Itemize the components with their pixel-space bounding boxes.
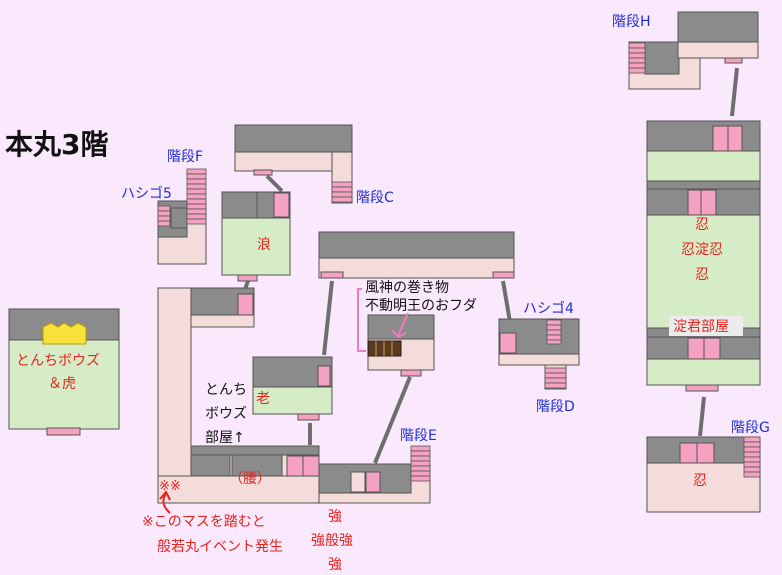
shinobu-label-mid: 忍淀忍: [681, 242, 723, 258]
yellow-crown-icon: [42, 322, 87, 345]
event-note-line-1: ※このマスを踏むと: [142, 514, 266, 530]
ladder-5-icon: [157, 205, 171, 227]
stairs-e-label[interactable]: 階段E: [400, 428, 437, 444]
event-marks: ※※: [159, 479, 181, 494]
yodogimi-tower: [646, 120, 761, 392]
ladder-5-label[interactable]: ハシゴ5: [121, 186, 172, 202]
shinobu-label-top: 忍: [695, 217, 709, 233]
stairs-d-icon: [544, 367, 567, 389]
nami-room: [221, 191, 291, 282]
stairs-h-label[interactable]: 階段H: [612, 14, 651, 30]
stairs-c-icon: [331, 181, 353, 203]
stairs-e-icon: [410, 445, 431, 482]
stairs-f-label[interactable]: 階段F: [167, 149, 204, 165]
nami-room-label: 浪: [257, 237, 271, 253]
shinobu-label-bot: 忍: [695, 267, 709, 283]
item-note-line-1: 風神の巻き物: [365, 280, 449, 296]
stairs-c-label[interactable]: 階段C: [356, 190, 394, 206]
kyo-label-bot: 強: [328, 557, 342, 573]
stairs-f-icon: [186, 168, 207, 225]
ladder-4-label[interactable]: ハシゴ4: [523, 301, 574, 317]
ladder-4-icon: [546, 319, 562, 345]
kyo-label-top: 強: [328, 509, 342, 525]
kyo-label-mid: 強般強: [311, 533, 353, 549]
stairs-g-label[interactable]: 階段G: [731, 420, 770, 436]
tonchi-boss-label: とんちボウズ: [16, 353, 100, 369]
red-up-arrow-icon: [159, 490, 171, 514]
event-note-line-2: 般若丸イベント発生: [157, 539, 283, 555]
tora-label: ＆虎: [48, 376, 76, 392]
stair-connectors: [242, 67, 739, 464]
stairs-g-icon: [743, 436, 761, 478]
tonchi-room-text-1: とんち: [205, 382, 247, 398]
item-note-line-2: 不動明王のおフダ: [365, 298, 477, 314]
tonchi-room-text-3: 部屋↑: [205, 430, 245, 446]
shinobu-g-label: 忍: [693, 473, 707, 489]
stairs-d-label[interactable]: 階段D: [536, 399, 575, 415]
strong-room: [318, 463, 431, 504]
koshi-room-label: （腰）: [229, 471, 271, 487]
floor-title: 本丸3階: [5, 128, 109, 161]
waist-room: [190, 445, 320, 477]
yodogimi-room-label: 淀君部屋: [673, 319, 729, 335]
stairs-c-corridor: [234, 124, 353, 204]
stairs-h-icon: [628, 42, 646, 74]
tonchi-room-text-2: ボウズ: [205, 406, 247, 422]
oi-room: [252, 356, 333, 421]
central-corridor: [318, 231, 515, 279]
stairs-h-room: [628, 11, 759, 90]
treasure-chest-icon: [367, 340, 402, 357]
oi-room-label: 老: [256, 391, 270, 407]
ladder-4-room: [498, 318, 580, 390]
pink-arrow-icon: [357, 288, 409, 352]
